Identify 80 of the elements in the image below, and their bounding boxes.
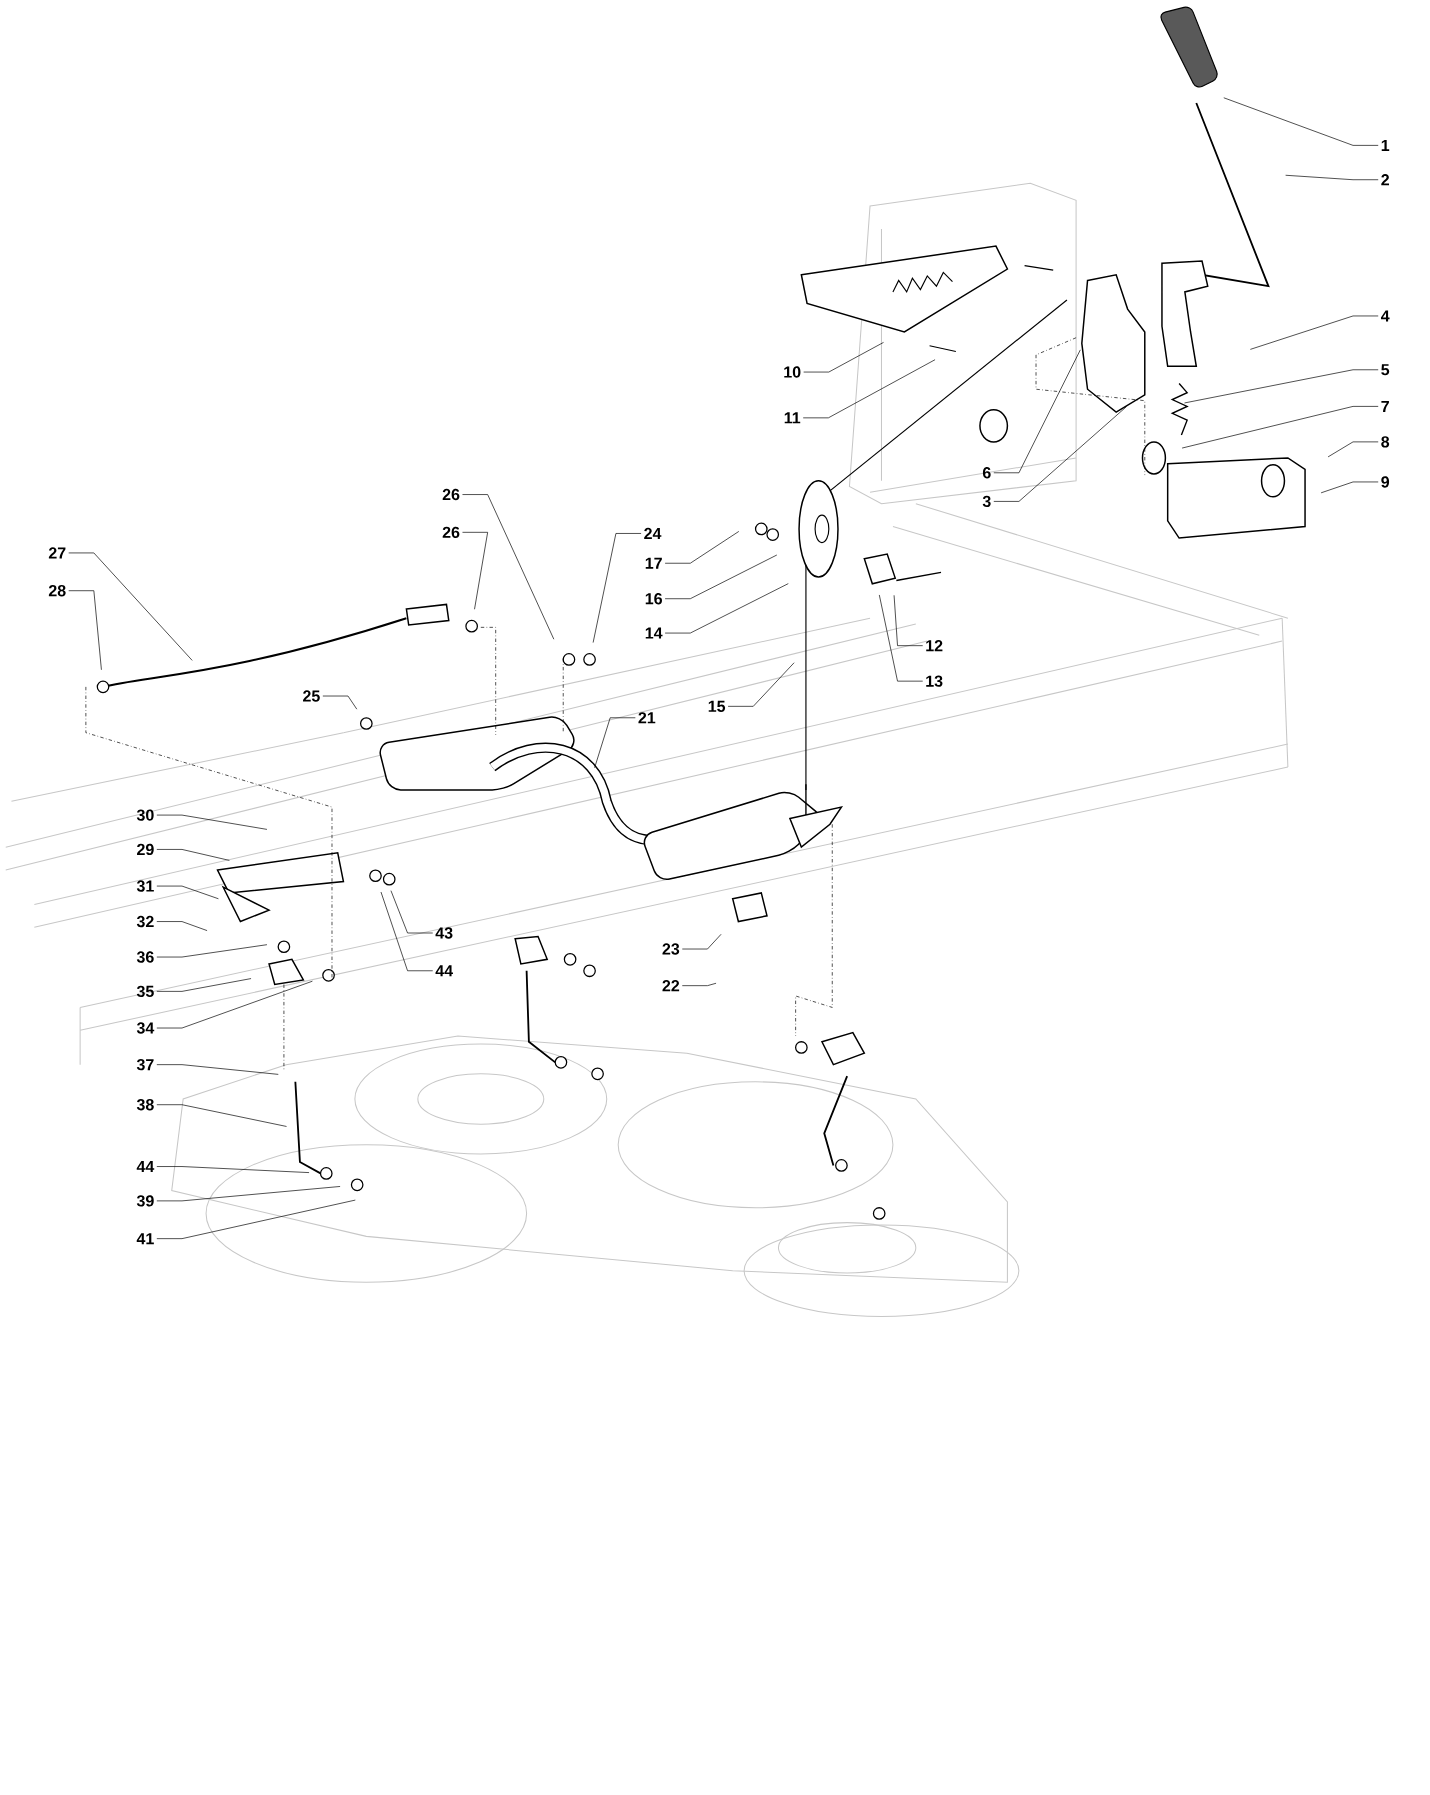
leader-line bbox=[156, 978, 252, 992]
callout-number: 31 bbox=[136, 880, 154, 892]
callout-number: 6 bbox=[983, 467, 991, 479]
leader-line bbox=[156, 980, 313, 1029]
callout-number: 2 bbox=[1381, 174, 1390, 186]
leader-line bbox=[68, 590, 102, 671]
leader-line bbox=[156, 944, 268, 958]
leader-line bbox=[893, 594, 924, 646]
leader-line bbox=[1181, 406, 1379, 449]
leader-line bbox=[1250, 315, 1379, 350]
callout-number: 36 bbox=[136, 951, 154, 963]
callout-number: 23 bbox=[662, 943, 680, 955]
leader-line bbox=[156, 1199, 356, 1239]
leader-line bbox=[1285, 174, 1379, 181]
leader-line bbox=[1320, 481, 1379, 494]
leader-line bbox=[156, 814, 268, 830]
leader-line bbox=[879, 594, 924, 682]
callout-number: 14 bbox=[645, 627, 663, 639]
leader-line bbox=[156, 1186, 341, 1202]
callout-number: 28 bbox=[49, 585, 66, 597]
callout-number: 35 bbox=[136, 985, 154, 998]
leader-line bbox=[156, 849, 230, 861]
leader-line bbox=[664, 583, 789, 634]
leader-line bbox=[727, 662, 795, 707]
callout-number: 1 bbox=[1381, 139, 1390, 151]
leader-line bbox=[156, 1104, 287, 1127]
callout-number: 32 bbox=[136, 915, 154, 928]
leader-line bbox=[156, 921, 208, 931]
callout-number: 7 bbox=[1381, 400, 1390, 412]
callout-number: 37 bbox=[136, 1058, 154, 1071]
leader-line bbox=[993, 349, 1081, 474]
leader-line bbox=[1223, 97, 1379, 146]
callout-number: 25 bbox=[303, 690, 320, 702]
callout-number: 26 bbox=[442, 526, 460, 538]
leader-line bbox=[462, 494, 555, 640]
callout-number: 13 bbox=[926, 675, 943, 687]
callout-number: 8 bbox=[1381, 436, 1390, 448]
leader-line bbox=[462, 531, 489, 610]
leader-line bbox=[156, 885, 219, 900]
leader-line bbox=[592, 533, 642, 643]
callout-number: 21 bbox=[638, 712, 656, 724]
leader-line bbox=[1327, 441, 1379, 458]
callout-number: 26 bbox=[442, 488, 460, 501]
leader-line bbox=[322, 695, 358, 710]
callout-number: 16 bbox=[645, 593, 663, 605]
callout-number: 3 bbox=[982, 495, 991, 508]
callout-number: 30 bbox=[136, 809, 154, 821]
callout-number: 43 bbox=[435, 927, 453, 939]
leader-line bbox=[802, 359, 936, 419]
leader-line bbox=[664, 531, 740, 564]
callout-number: 4 bbox=[1381, 310, 1390, 322]
leader-line bbox=[380, 891, 434, 972]
leader-line bbox=[1184, 369, 1379, 404]
leader-line bbox=[68, 552, 193, 661]
callout-number: 24 bbox=[644, 527, 662, 540]
callout-number: 9 bbox=[1381, 476, 1390, 488]
callout-number: 15 bbox=[708, 700, 726, 712]
callout-number: 39 bbox=[136, 1195, 154, 1207]
callout-number: 44 bbox=[435, 965, 454, 977]
leader-line bbox=[993, 406, 1127, 502]
leader-line bbox=[803, 342, 884, 373]
leader-line bbox=[664, 554, 778, 600]
leader-line bbox=[156, 1064, 279, 1075]
callout-number: 22 bbox=[662, 980, 680, 992]
leader-line bbox=[390, 890, 434, 934]
callout-number: 34 bbox=[136, 1022, 155, 1034]
leader-line bbox=[682, 982, 717, 986]
callout-number: 10 bbox=[784, 366, 801, 378]
callout-number: 11 bbox=[784, 412, 801, 424]
callout-number: 17 bbox=[645, 557, 662, 569]
leader-line bbox=[156, 1166, 310, 1173]
callout-number: 12 bbox=[926, 640, 943, 652]
callout-number: 27 bbox=[49, 547, 66, 559]
callout-number: 41 bbox=[136, 1233, 154, 1245]
callout-number: 38 bbox=[136, 1099, 154, 1111]
callout-number: 44 bbox=[136, 1161, 155, 1173]
callout-number: 5 bbox=[1381, 364, 1390, 376]
leader-line bbox=[682, 933, 722, 950]
leader-line bbox=[594, 717, 636, 769]
callout-number: 29 bbox=[137, 843, 154, 856]
